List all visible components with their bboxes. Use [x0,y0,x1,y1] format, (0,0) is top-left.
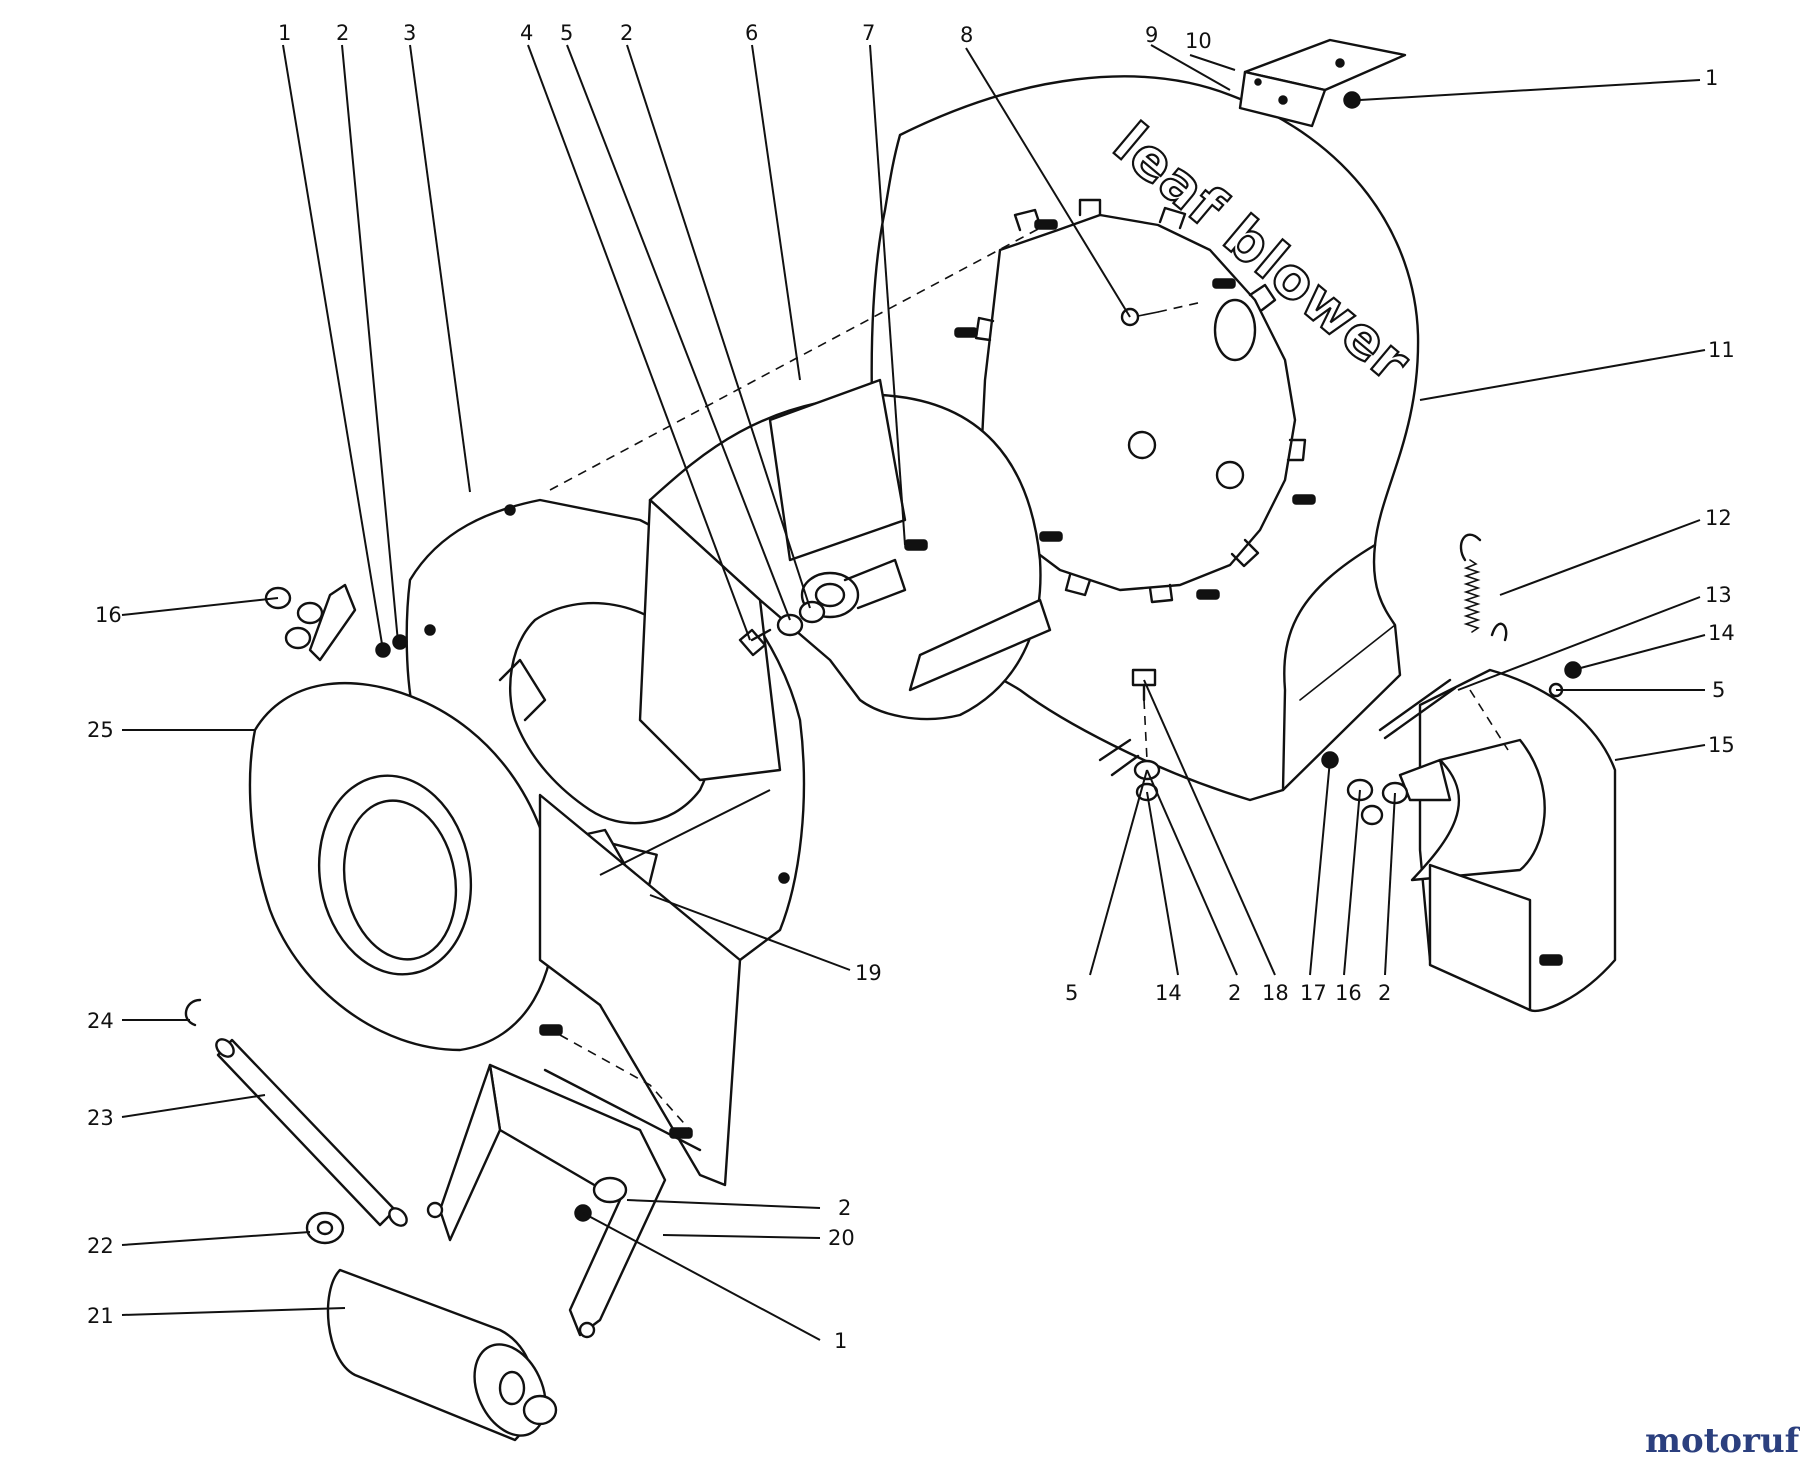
callout-1: 1 [834,1329,847,1353]
callout-2: 2 [1378,981,1391,1005]
impeller [638,378,1052,782]
callout-1: 1 [1705,66,1718,90]
hub-fasteners [738,600,826,657]
guard-disc [248,682,557,1052]
callout-17: 17 [1300,981,1327,1005]
callout-19: 19 [855,961,882,985]
callout-8: 8 [960,23,973,47]
callout-2: 2 [1228,981,1241,1005]
axle-shaft [184,998,408,1227]
callout-14: 14 [1708,621,1735,645]
callout-10: 10 [1185,29,1212,53]
roller [305,1211,558,1442]
callout-6: 6 [745,21,758,45]
callout-2: 2 [838,1196,851,1220]
callout-14: 14 [1155,981,1182,1005]
callout-22: 22 [87,1234,114,1258]
callout-3: 3 [403,21,416,45]
mounting-bracket [1238,38,1407,128]
lower-bracket [426,793,742,1339]
callout-20: 20 [828,1226,855,1250]
callout-2: 2 [620,21,633,45]
callout-16: 16 [95,603,122,627]
callout-24: 24 [87,1009,114,1033]
callout-21: 21 [87,1304,114,1328]
callout-5: 5 [560,21,573,45]
wing-nut-left [264,583,408,662]
callout-18: 18 [1262,981,1289,1005]
callout-12: 12 [1705,506,1732,530]
callout-2: 2 [336,21,349,45]
callout-4: 4 [520,21,533,45]
callout-15: 15 [1708,733,1735,757]
callout-7: 7 [862,21,875,45]
callout-23: 23 [87,1106,114,1130]
callout-16: 16 [1335,981,1362,1005]
callout-9: 9 [1145,23,1158,47]
callout-25: 25 [87,718,114,742]
leader-lines [121,44,1706,1341]
watermark-text: motoruf.de [1645,1421,1800,1461]
callout-labels: 1 2 3 4 5 2 6 7 8 9 10 1 11 12 13 14 5 1… [87,21,1735,1353]
discharge-chute [1378,533,1617,1013]
watermark: motoruf.de [1645,1421,1800,1461]
callout-11: 11 [1708,338,1735,362]
callout-5: 5 [1712,678,1725,702]
callout-13: 13 [1705,583,1732,607]
callout-1: 1 [278,21,291,45]
callout-5: 5 [1065,981,1078,1005]
